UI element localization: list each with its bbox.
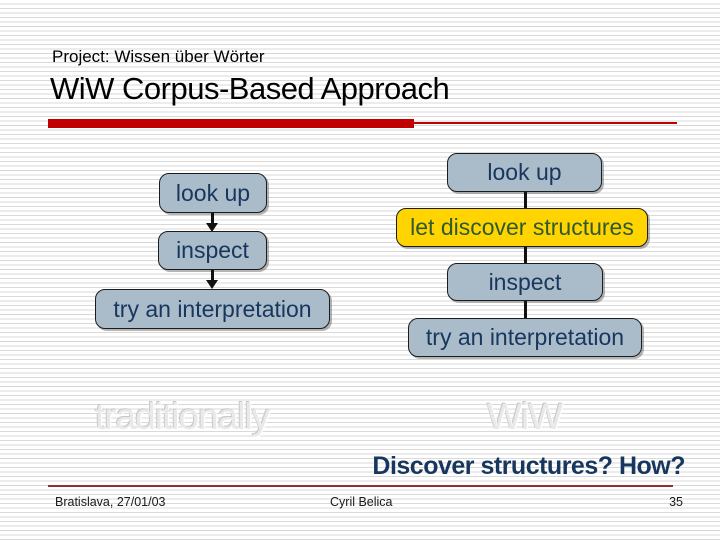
footer-rule [48, 485, 673, 487]
flow-step-inspect: inspect [158, 231, 267, 270]
slide-title: WiW Corpus-Based Approach [50, 71, 450, 106]
flow-step-label: try an interpretation [113, 295, 312, 322]
flow-step-try-interpretation: try an interpretation [408, 318, 642, 357]
flow-step-look-up: look up [447, 153, 602, 192]
footer-page-number: 35 [669, 495, 683, 509]
flow-step-let-discover-structures: let discover structures [396, 208, 648, 247]
caption-wiw: WiW [487, 396, 563, 437]
arrow-shaft [211, 270, 214, 282]
footer-location-date: Bratislava, 27/01/03 [55, 495, 166, 509]
question-text: Discover structures? How? [372, 452, 685, 480]
arrow-shaft [211, 213, 214, 225]
flow-step-label: inspect [176, 237, 249, 263]
flow-step-label: look up [175, 179, 251, 206]
flow-step-label: look up [487, 159, 562, 185]
flow-step-label: try an interpretation [425, 324, 625, 350]
connector-line [524, 192, 527, 208]
arrow-down-icon [206, 280, 218, 289]
flow-step-try-interpretation: try an interpretation [95, 289, 330, 329]
footer-author: Cyril Belica [330, 495, 393, 509]
caption-traditionally: traditionally [95, 396, 270, 437]
connector-line [524, 247, 527, 263]
flow-step-look-up: look up [159, 173, 267, 213]
title-accent-bar [48, 119, 414, 128]
flow-step-label: let discover structures [410, 214, 634, 240]
slide-kicker: Project: Wissen über Wörter [52, 47, 265, 66]
flow-step-label: inspect [488, 268, 562, 295]
flow-step-inspect: inspect [447, 263, 603, 301]
connector-line [524, 301, 527, 318]
arrow-down-icon [206, 223, 218, 232]
title-accent-rule [414, 122, 677, 124]
